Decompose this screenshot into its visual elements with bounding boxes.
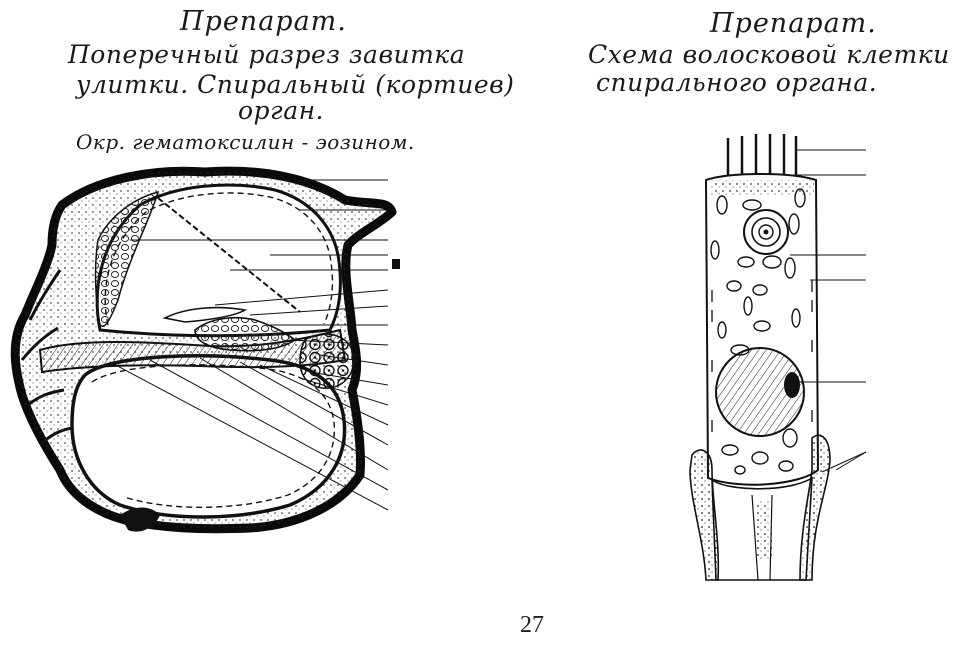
cochlea-cross-section (10, 166, 397, 534)
left-title-line-1: Поперечный разрез завитка (68, 40, 466, 69)
hair-cell (689, 134, 831, 581)
left-wall-fibers (20, 269, 73, 447)
reissner-membrane (157, 197, 301, 313)
nucleus (715, 347, 805, 437)
stereocilia (726, 134, 798, 178)
endoplasmic-reticulum (711, 280, 813, 432)
right-title-line-2: спирального органа. (596, 68, 878, 97)
golgi-complex (743, 209, 789, 255)
supporting-cell-left (689, 449, 720, 581)
left-heading: Препарат. (180, 6, 347, 37)
right-label-lines (790, 149, 867, 473)
mitochondria (710, 188, 806, 475)
scala-tympani (70, 354, 347, 519)
nucleolus (784, 372, 800, 398)
hair-cell-base (711, 476, 813, 581)
nerve-ending-stipple (756, 500, 772, 560)
cuticular-plate (710, 180, 814, 196)
page-number: 27 (520, 612, 544, 638)
left-label-lines (109, 179, 389, 511)
left-title-line-2: улитки. Спиральный (кортиев) (76, 70, 515, 99)
tectorial-membrane (162, 306, 248, 323)
stain-note: Окр. гематоксилин - эозином. (76, 130, 415, 154)
spiral-ganglion (299, 333, 355, 389)
hair-cell-body (704, 173, 820, 486)
spiral-ligament-cells (94, 190, 160, 327)
right-title-line-1: Схема волосковой клетки (588, 40, 950, 69)
ink-mark (392, 259, 400, 269)
right-heading: Препарат. (710, 8, 877, 39)
left-title-line-3: орган. (238, 96, 325, 125)
lower-connective-tissue (120, 507, 160, 532)
